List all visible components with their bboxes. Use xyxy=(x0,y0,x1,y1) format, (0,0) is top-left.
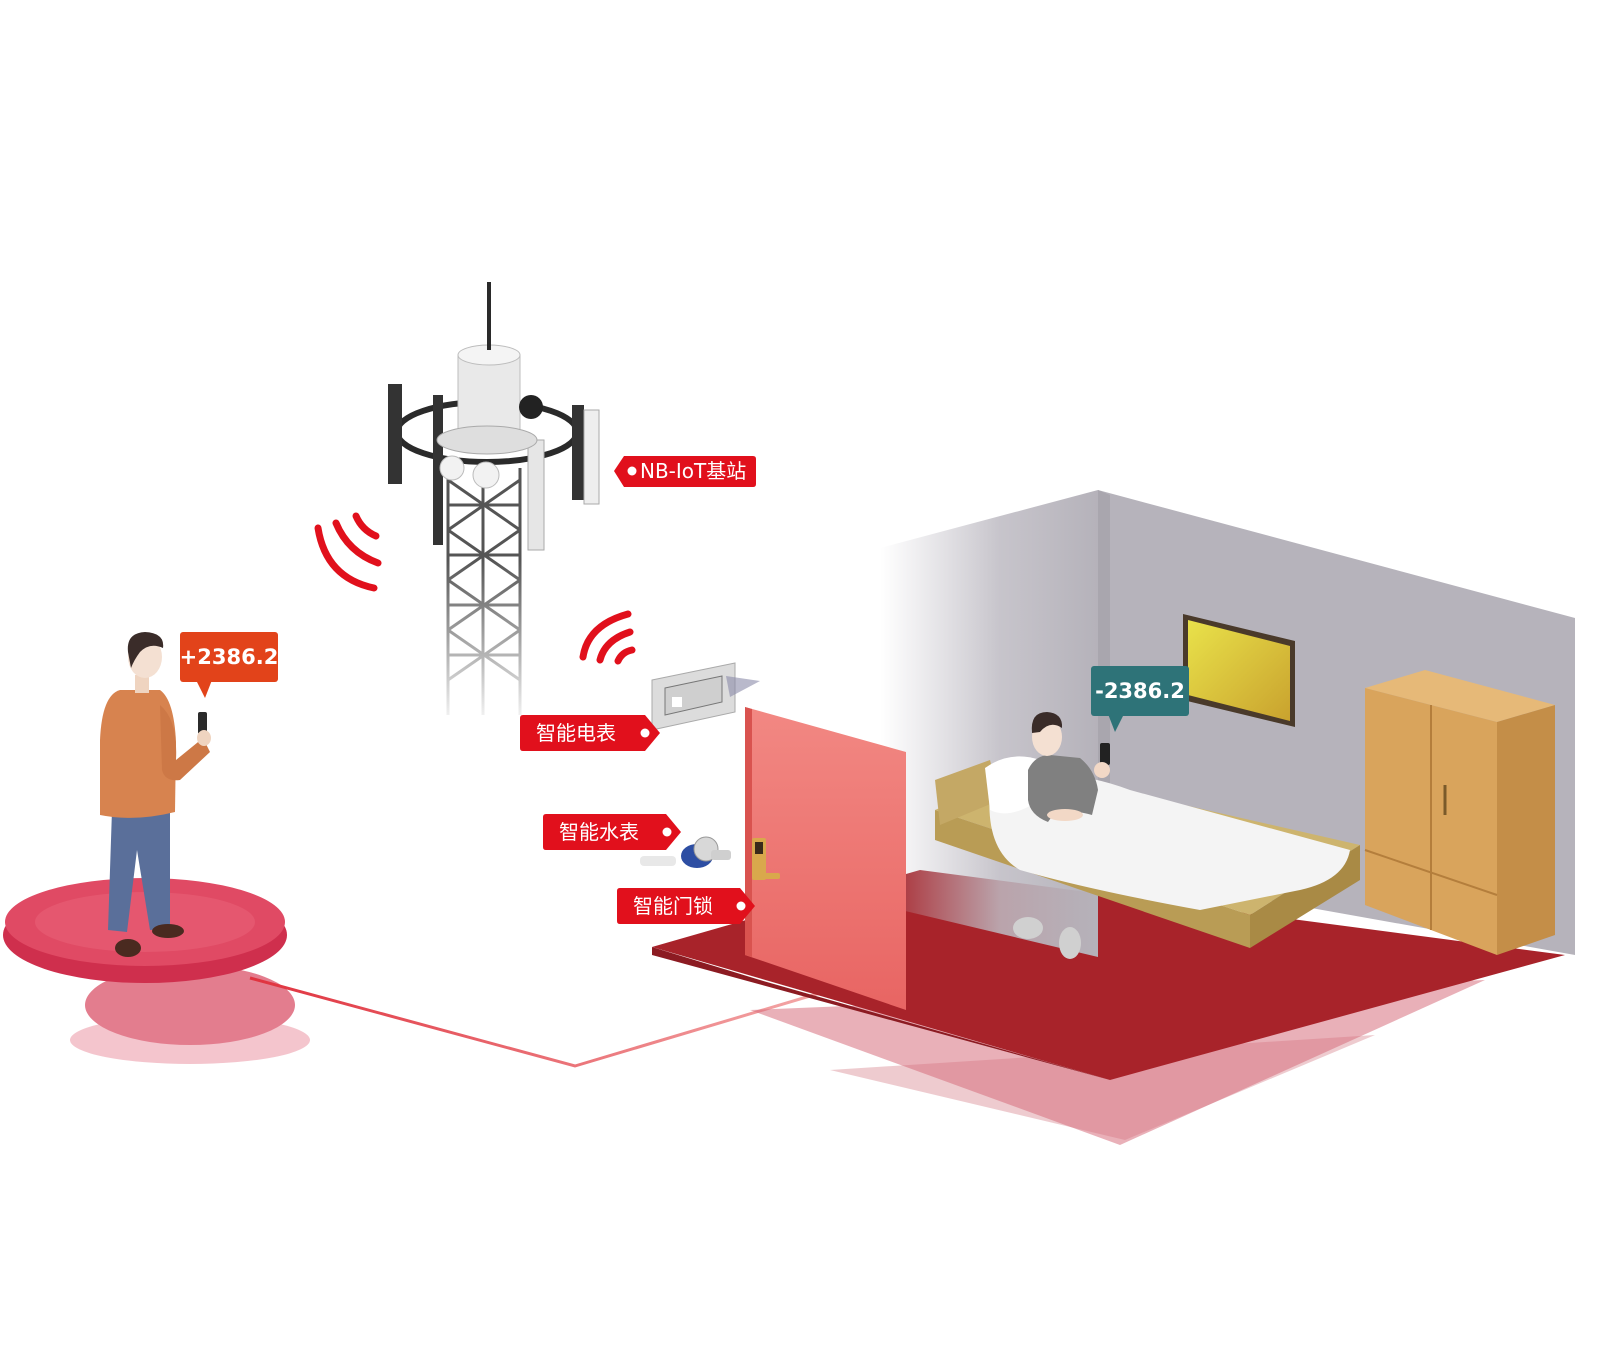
payer-amount-bubble: +2386.2 xyxy=(180,632,279,698)
payment-connection-line xyxy=(249,976,821,1068)
room-door xyxy=(745,707,906,1010)
payer-person xyxy=(100,632,211,957)
tag-water-meter: 智能水表 xyxy=(543,814,681,850)
smart-water-meter xyxy=(640,836,731,868)
tag-base-station-label: NB-IoT基站 xyxy=(640,459,746,483)
tag-door-lock: 智能门锁 xyxy=(617,888,755,924)
tag-smart-meter-label: 智能电表 xyxy=(536,721,616,745)
signal-icon xyxy=(579,610,636,665)
tag-door-lock-label: 智能门锁 xyxy=(633,894,713,918)
smart-electricity-meter xyxy=(651,662,760,731)
payer-platform xyxy=(3,878,310,1064)
tenant-amount-text: -2386.2 xyxy=(1095,679,1185,703)
tag-base-station: NB-IoT基站 xyxy=(614,456,756,487)
payer-amount-text: +2386.2 xyxy=(180,645,279,669)
tenant-amount-bubble: -2386.2 xyxy=(1091,666,1189,732)
nb-iot-tower xyxy=(388,282,600,730)
tag-water-meter-label: 智能水表 xyxy=(559,820,639,844)
smart-door-lock xyxy=(752,838,780,880)
signal-icon xyxy=(314,512,382,592)
hotel-room xyxy=(652,490,1575,1145)
tenant-person xyxy=(1028,712,1110,822)
tag-smart-meter: 智能电表 xyxy=(520,715,660,751)
